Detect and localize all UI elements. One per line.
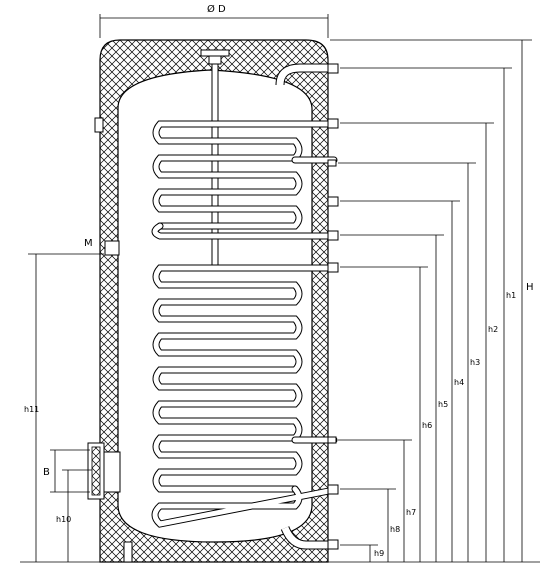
cold-water-inlet-pipe: [280, 526, 332, 550]
h2-label: h2: [488, 325, 498, 334]
upper-heat-exchanger-coil: [151, 120, 338, 240]
h6-label: h6: [422, 421, 432, 430]
hot-water-outlet-pipe: [275, 63, 332, 86]
h10-label: h10: [56, 515, 71, 524]
h5-label: h5: [438, 400, 448, 409]
h9-label: h9: [374, 549, 384, 558]
h11-label: h11: [24, 405, 39, 414]
diameter-label: Ø D: [207, 3, 226, 15]
b-label: B: [43, 467, 50, 478]
sensor-port-m: [104, 240, 120, 256]
height-label: H: [526, 282, 534, 293]
h8-label: h8: [390, 525, 400, 534]
h7-label: h7: [406, 508, 416, 517]
thermometer-port: [94, 117, 104, 133]
h1-label: h1: [506, 291, 516, 300]
m-label: M: [84, 238, 93, 249]
h3-label: h3: [470, 358, 480, 367]
inspection-flange: [87, 442, 121, 500]
h4-label: h4: [454, 378, 464, 387]
connection-stubs: [327, 63, 339, 550]
base-foot: [123, 541, 133, 563]
